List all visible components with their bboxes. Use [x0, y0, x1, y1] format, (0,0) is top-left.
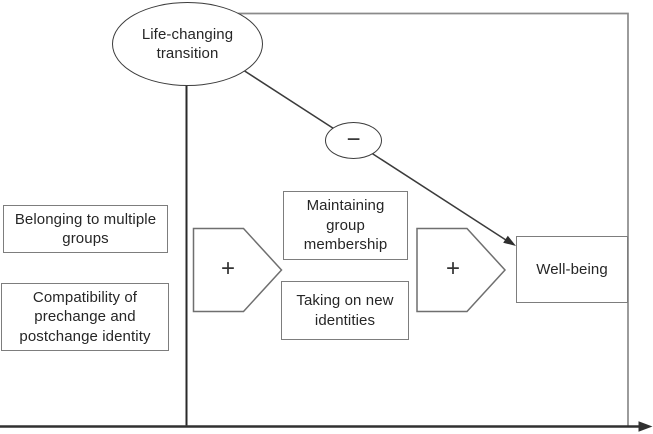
negative-path-arrowhead-icon — [503, 235, 516, 246]
node-compatibility-of-identity: Compatibility of prechange and postchang… — [1, 283, 169, 351]
node-life-changing-transition: Life-changing transition — [112, 2, 263, 86]
plus-sign-left: + — [212, 254, 244, 286]
plus-sign-left-label: + — [220, 255, 235, 282]
node-belonging-to-multiple-groups: Belonging to multiple groups — [3, 205, 168, 253]
negative-sign-label: − — [346, 125, 361, 153]
bottom-axis-arrowhead-icon — [638, 421, 653, 432]
node-well-being: Well-being — [516, 236, 628, 303]
node-maintaining-group-membership: Maintaining group membership — [283, 191, 408, 260]
node-compatibility-label: Compatibility of prechange and postchang… — [19, 288, 151, 345]
plus-sign-right: + — [437, 254, 469, 286]
frame-border-line — [230, 12, 629, 427]
node-taking-label: Taking on new identities — [296, 292, 394, 329]
node-life-changing-transition-label: Life-changing transition — [141, 25, 234, 63]
node-belonging-label: Belonging to multiple groups — [14, 210, 157, 248]
node-wellbeing-label: Well-being — [536, 260, 608, 278]
node-maintaining-label: Maintaining group membership — [303, 197, 388, 254]
plus-pentagon-left — [192, 227, 283, 313]
plus-pentagon-right — [416, 227, 507, 313]
negative-path-line — [239, 67, 510, 243]
node-taking-on-new-identities: Taking on new identities — [281, 281, 409, 340]
negative-sign-badge: − — [325, 122, 382, 159]
plus-sign-right-label: + — [445, 255, 460, 282]
